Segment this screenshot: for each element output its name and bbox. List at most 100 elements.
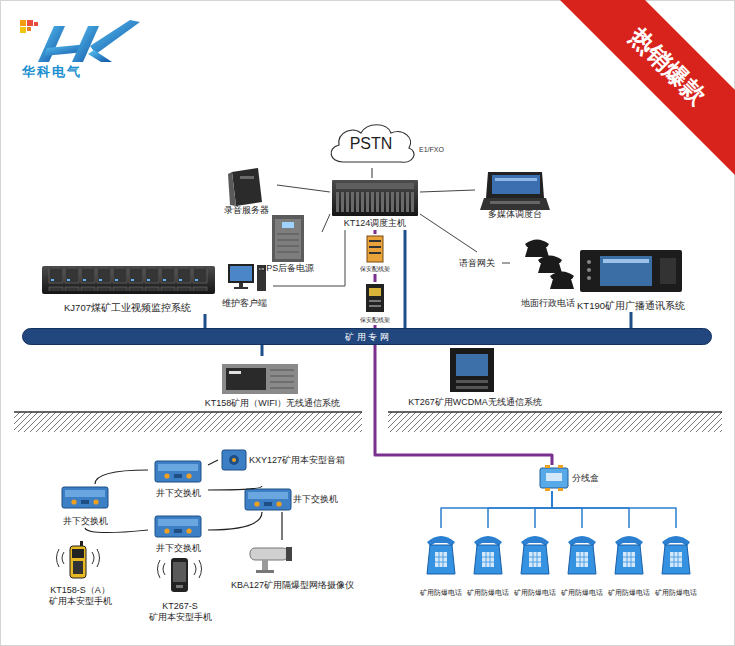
distribution-frame: 保安配线架 <box>355 282 395 325</box>
connector <box>322 214 330 232</box>
pstn-cloud: PSTN <box>325 120 417 168</box>
node-label: PSTN <box>350 134 393 153</box>
admin-phone: 地面行政电话 <box>510 232 586 310</box>
node-label: KT158矿用（WIFI）无线通信系统 <box>205 398 341 409</box>
node-label: 井下交换机 <box>156 488 201 499</box>
recording-server-icon <box>228 168 262 206</box>
connector <box>204 314 207 328</box>
connector <box>420 190 475 192</box>
label-holder: KT267-S 矿用本安型手机 <box>134 601 226 623</box>
promo-ribbon <box>560 0 735 175</box>
connector <box>208 486 262 490</box>
node-label: 维护客户端 <box>222 298 267 309</box>
camera-icon <box>262 560 268 570</box>
label-holder: 井下交换机 <box>55 516 115 527</box>
wifi-handset-icon <box>72 549 84 558</box>
network-band: 矿 用 专 网 <box>22 328 712 345</box>
wcdma-cabinet-icon <box>450 348 494 392</box>
brand-logo <box>38 26 65 62</box>
video-nvr-icon <box>42 266 215 294</box>
client-computer-icon <box>239 283 243 287</box>
distribution-frame-icon <box>366 284 384 312</box>
wcdma-handset: KT267-S 矿用本安型手机 <box>134 554 226 624</box>
junction-box-icon <box>558 465 563 468</box>
wifi-server-icon <box>222 364 298 394</box>
label-holder: KT267矿用WCDMA无线通信系统 <box>400 397 550 408</box>
office-phone-icon <box>538 256 562 274</box>
broadcast-panel-icon <box>587 276 591 280</box>
switch-icon <box>155 516 201 537</box>
label-holder: KJ707煤矿工业视频监控系统 <box>35 302 220 313</box>
label-holder: 保安配线架 <box>355 266 395 273</box>
wifi-handset-icon <box>57 549 100 567</box>
ups-cabinet-icon <box>272 215 304 262</box>
node-label: 矿用防爆电话 <box>514 589 556 597</box>
distribution-frame-icon <box>367 236 383 262</box>
label-holder: 地面行政电话 <box>510 298 586 309</box>
node-label: 分线盒 <box>572 473 599 484</box>
ground-surface <box>388 412 722 432</box>
mine-phone-icon <box>427 536 455 574</box>
wcdma-handset-icon <box>171 558 188 592</box>
junction-box-icon <box>540 465 568 491</box>
node-label: KXY127矿用本安型音箱 <box>249 455 345 466</box>
label-holder: 矿用防爆电话 <box>417 589 465 597</box>
mine-switch: 井下交换机 <box>148 513 208 555</box>
connector <box>85 528 148 533</box>
connector <box>372 168 373 178</box>
dispatch-host-icon <box>336 183 414 189</box>
brand-name: 华科电气 <box>22 64 82 80</box>
video-nvr-icon <box>42 266 215 294</box>
explosion-proof-phone: 矿用防爆电话 <box>558 528 606 598</box>
brand-logo <box>34 22 38 26</box>
wcdma-cabinet-icon <box>456 380 488 383</box>
label-holder: 矿用防爆电话 <box>558 589 606 597</box>
wcdma-handset-icon <box>158 558 202 592</box>
speaker-icon <box>222 450 246 470</box>
ground-surface <box>388 411 722 413</box>
label-holder: 井下交换机 <box>148 488 208 499</box>
office-phone-icon <box>525 240 549 258</box>
camera-icon <box>250 547 292 573</box>
distribution-frame-icon <box>369 300 381 302</box>
ups-cabinet-icon <box>272 215 304 262</box>
speaker-icon <box>222 450 246 470</box>
ground-surface <box>14 411 362 413</box>
node-label: 语音网关 <box>459 258 495 269</box>
label-holder: E1/FXO <box>419 146 444 154</box>
dispatch-host: KT124调度主机 <box>330 178 420 230</box>
connector <box>441 491 552 528</box>
recording-server: 录音服务器 <box>215 165 277 217</box>
ups-cabinet-icon <box>282 222 294 228</box>
broadcast-panel-icon <box>580 250 682 292</box>
ground-surface <box>14 412 362 432</box>
label-holder: 矿 用 专 网 <box>23 331 711 342</box>
label-holder: KT158矿用（WIFI）无线通信系统 <box>190 398 355 409</box>
dispatch-console-icon <box>480 198 550 210</box>
connector <box>374 274 377 282</box>
junction-box-icon <box>558 488 563 491</box>
connector <box>552 491 676 528</box>
node-label: 矿用防爆电话 <box>420 589 462 597</box>
dispatch-console-icon <box>495 178 537 181</box>
node-label: 矿用防爆电话 <box>561 589 603 597</box>
broadcast-panel-icon <box>603 259 649 263</box>
connector <box>552 491 629 528</box>
wifi-handset-icon <box>73 561 83 574</box>
brand-logo <box>20 20 140 62</box>
speaker-icon <box>232 458 236 462</box>
broadcast-panel-icon <box>660 258 676 284</box>
connector <box>630 312 633 328</box>
distribution-frame-icon <box>369 305 381 307</box>
client-computer-icon <box>234 287 248 289</box>
mine-phone-icon <box>662 536 690 574</box>
video-system: KJ707煤矿工业视频监控系统 <box>35 262 220 314</box>
wcdma-handset-icon <box>176 585 183 588</box>
label-holder: 热销爆款 <box>615 13 721 119</box>
promo-banner-text: 热销爆款 <box>623 21 712 110</box>
camera-icon <box>250 548 288 560</box>
label-holder: 矿用防爆电话 <box>511 589 559 597</box>
